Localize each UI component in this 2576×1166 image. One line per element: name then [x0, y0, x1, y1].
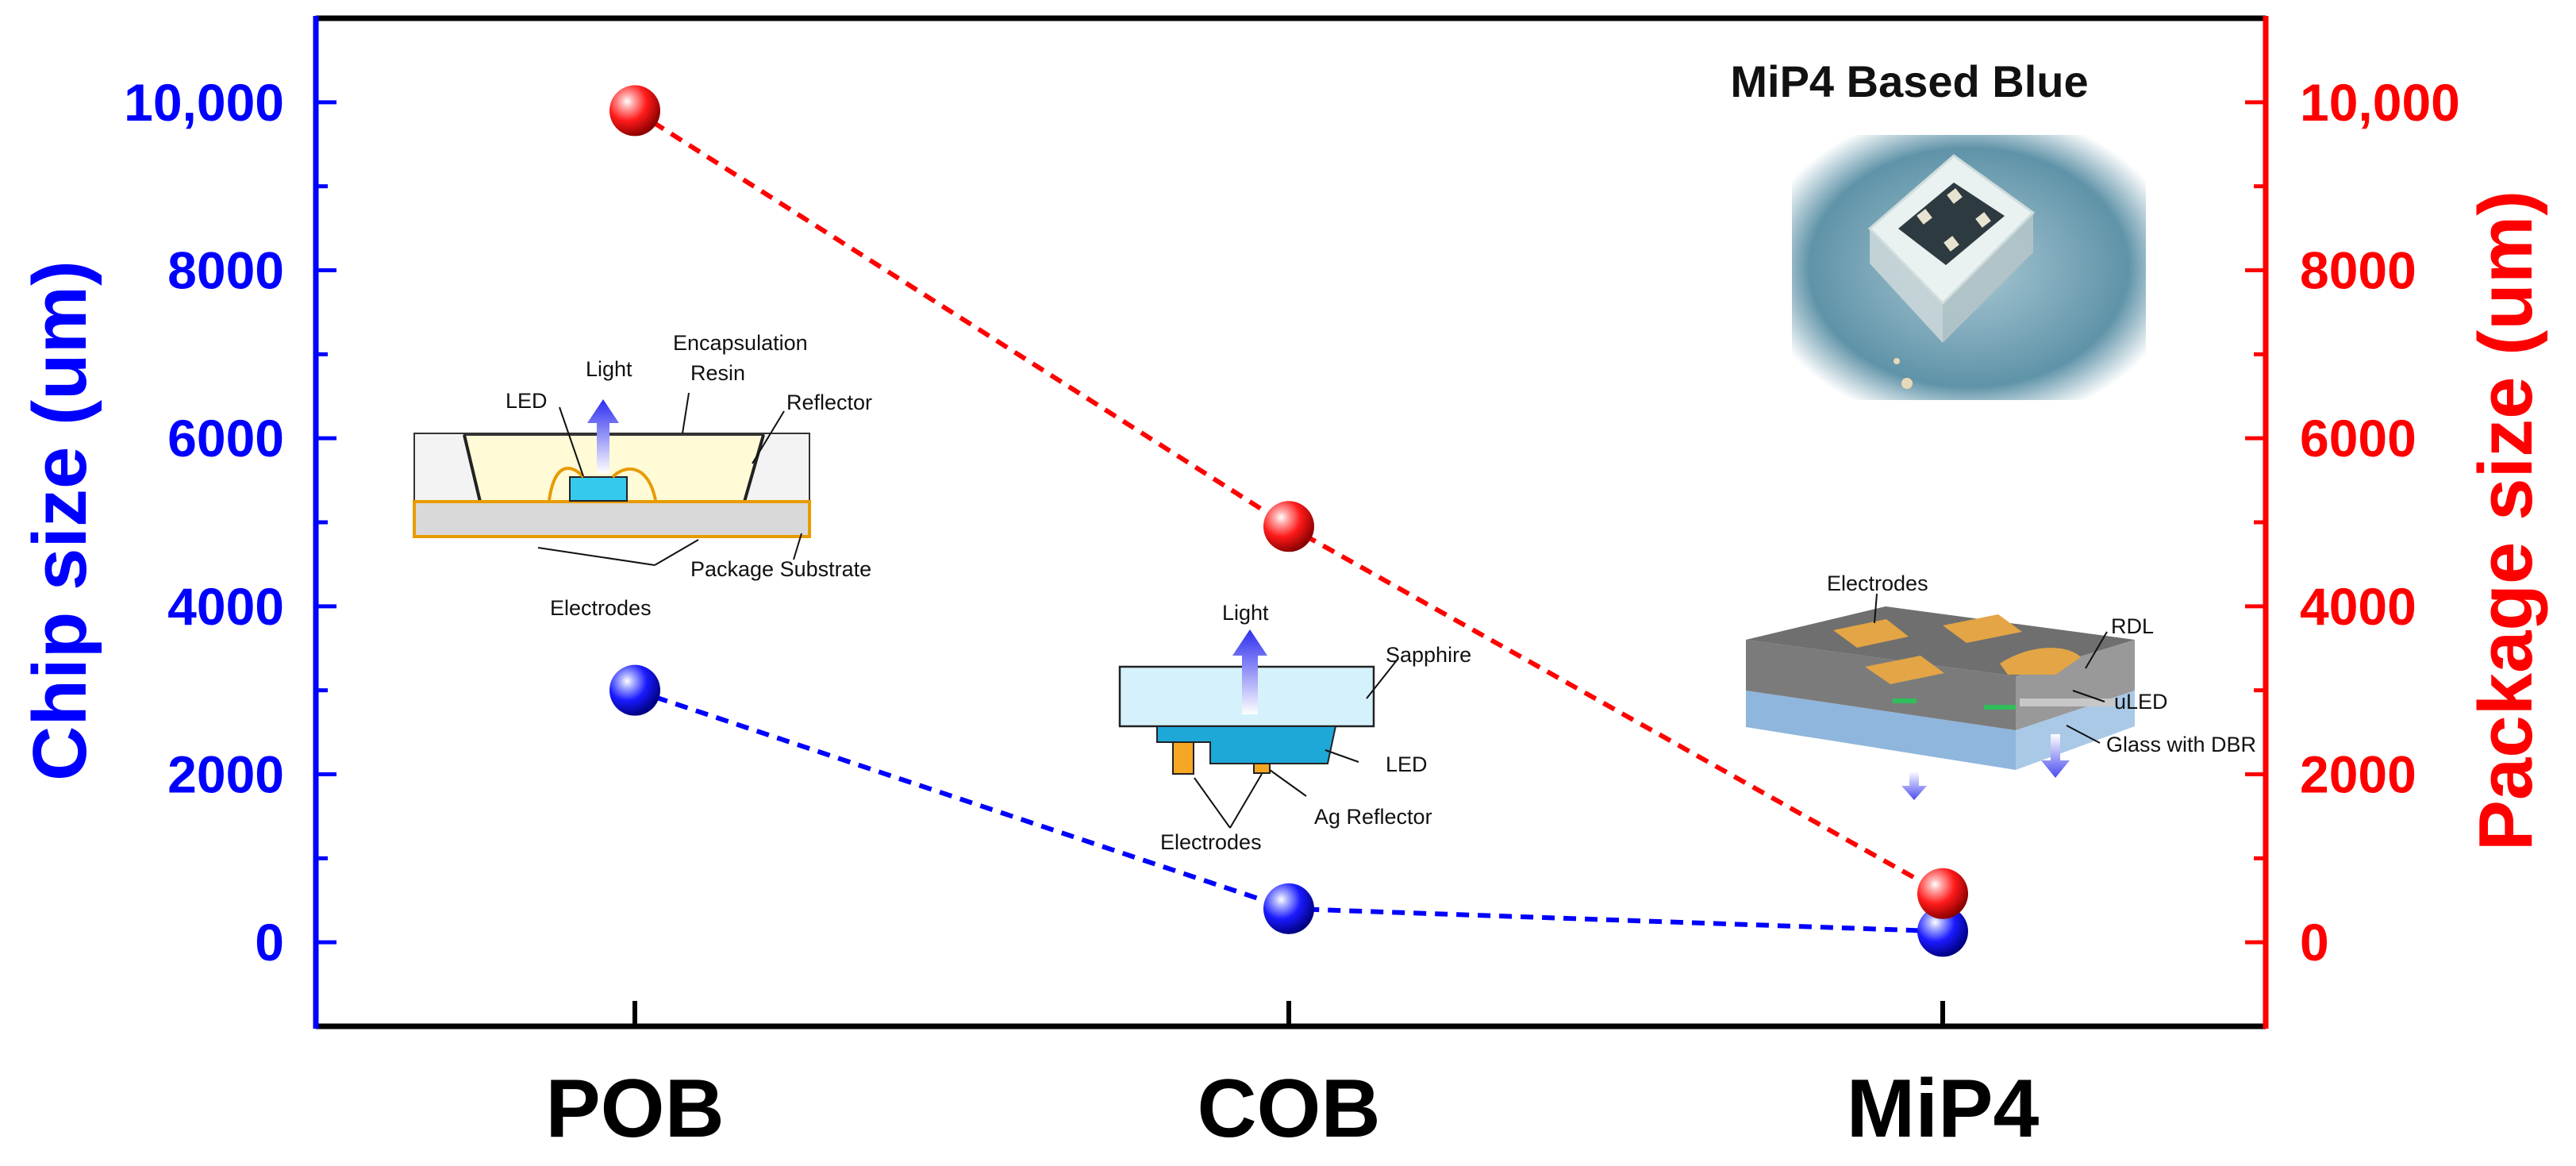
right-y-tick-label: 6000: [2300, 409, 2416, 468]
package-size-data-point: [1263, 501, 1314, 552]
mip4-rdl-electrode: [1865, 656, 1944, 684]
package-size-data-point: [609, 85, 660, 137]
pob-encapsulation-label: Encapsulation: [673, 331, 808, 355]
mip4-pad-1: [1917, 209, 1932, 225]
mip4-rdl-electrode: [1833, 619, 1909, 648]
cob-package-diagram: Light Sapphire LED Ag Reflector Electrod…: [1118, 601, 1471, 854]
mip4-pad-4: [1944, 236, 1959, 252]
x-axis-ticks: POB COB MiP4: [545, 1001, 2040, 1155]
right-y-axis-ticks: 0 2000 4000 6000 8000 10,000: [2245, 73, 2460, 972]
right-y-tick-label: 4000: [2300, 577, 2416, 636]
mip4-pad-2: [1947, 188, 1963, 204]
pob-package-substrate-label: Package Substrate: [690, 557, 871, 581]
mip4-rdl-electrode: [2000, 648, 2081, 675]
cob-ag-reflector-label: Ag Reflector: [1314, 805, 1432, 829]
mip4-rdl-label: RDL: [2111, 614, 2154, 638]
mip4-package-side: [1870, 229, 1943, 343]
mip4-die: [1898, 183, 2005, 265]
chip-size-data-point: [609, 664, 660, 716]
right-y-tick-label: 10,000: [2300, 73, 2460, 132]
cob-led-label: LED: [1386, 752, 1428, 776]
pob-package-substrate: [413, 500, 811, 538]
cob-sapphire-label: Sapphire: [1386, 643, 1471, 667]
left-y-tick-label: 4000: [167, 577, 284, 636]
mip4-debris: [1894, 358, 1900, 364]
mip4-light-arrow: [1901, 772, 1927, 800]
left-axis-title: Chip size (um): [17, 260, 102, 781]
chip-size-data-point: [1263, 883, 1314, 934]
pob-package-diagram: Light Encapsulation Resin LED Reflector …: [413, 331, 872, 620]
chip-size-data-point: [1917, 906, 1968, 957]
mip4-uled-layer: [2020, 698, 2115, 706]
cob-electrode-right: [1253, 763, 1271, 774]
mip4-body-side: [2016, 640, 2135, 730]
mip4-pad-3: [1975, 212, 1991, 228]
mip4-photo: MiP4 Based Blue: [1730, 56, 2146, 400]
mip4-light-arrow: [2041, 734, 2070, 778]
mip4-uled-label: uLED: [2114, 690, 2168, 714]
left-y-tick-label: 8000: [167, 241, 284, 300]
cob-light-label: Light: [1222, 601, 1269, 625]
left-y-tick-label: 0: [255, 913, 284, 972]
x-category-label: MiP4: [1847, 1063, 2040, 1155]
right-y-tick-label: 8000: [2300, 241, 2416, 300]
pob-reflector-right: [743, 434, 765, 502]
pob-reflector-left: [463, 434, 482, 502]
package-size-data-point: [1917, 868, 1968, 919]
pob-bond-wire: [548, 467, 657, 501]
mip4-body-front: [1746, 640, 2016, 730]
cob-led-layer: [1156, 725, 1337, 764]
mip4-uled: [1893, 698, 1917, 703]
cob-electrode-left: [1172, 741, 1194, 775]
mip4-package-diagram: Electrodes RDL uLED Glass with DBR: [1746, 571, 2256, 800]
mip4-package-front: [1943, 213, 2033, 343]
pob-resin-label: Resin: [690, 361, 745, 385]
pob-electrodes-label: Electrodes: [550, 596, 652, 620]
pob-light-label: Light: [586, 357, 632, 381]
cob-electrodes-label: Electrodes: [1160, 830, 1262, 854]
mip4-photo-title: MiP4 Based Blue: [1730, 56, 2088, 106]
left-y-tick-label: 2000: [167, 745, 284, 804]
mip4-rdl-electrode: [1943, 614, 2022, 643]
mip4-debris: [1901, 378, 1913, 389]
x-category-label: COB: [1197, 1063, 1380, 1155]
x-category-label: POB: [545, 1063, 724, 1155]
left-y-tick-label: 10,000: [124, 73, 284, 132]
cob-light-arrow: [1232, 629, 1267, 714]
pob-light-arrow: [587, 399, 619, 473]
pob-reflector-label: Reflector: [786, 391, 872, 414]
left-y-axis-ticks: 0 2000 4000 6000 8000 10,000: [124, 73, 336, 972]
data-series: [609, 85, 1968, 957]
right-y-tick-label: 0: [2300, 913, 2329, 972]
pob-led-label: LED: [506, 389, 548, 413]
right-y-tick-label: 2000: [2300, 745, 2416, 804]
right-axis-title: Package size (um): [2463, 190, 2548, 851]
pob-led-chip: [569, 476, 628, 502]
mip4-electrodes-label: Electrodes: [1827, 571, 1928, 595]
mip4-uled: [1984, 705, 2016, 710]
mip4-glass-front: [1746, 691, 2016, 770]
left-y-tick-label: 6000: [167, 409, 284, 468]
mip4-glass-label: Glass with DBR: [2106, 733, 2256, 756]
